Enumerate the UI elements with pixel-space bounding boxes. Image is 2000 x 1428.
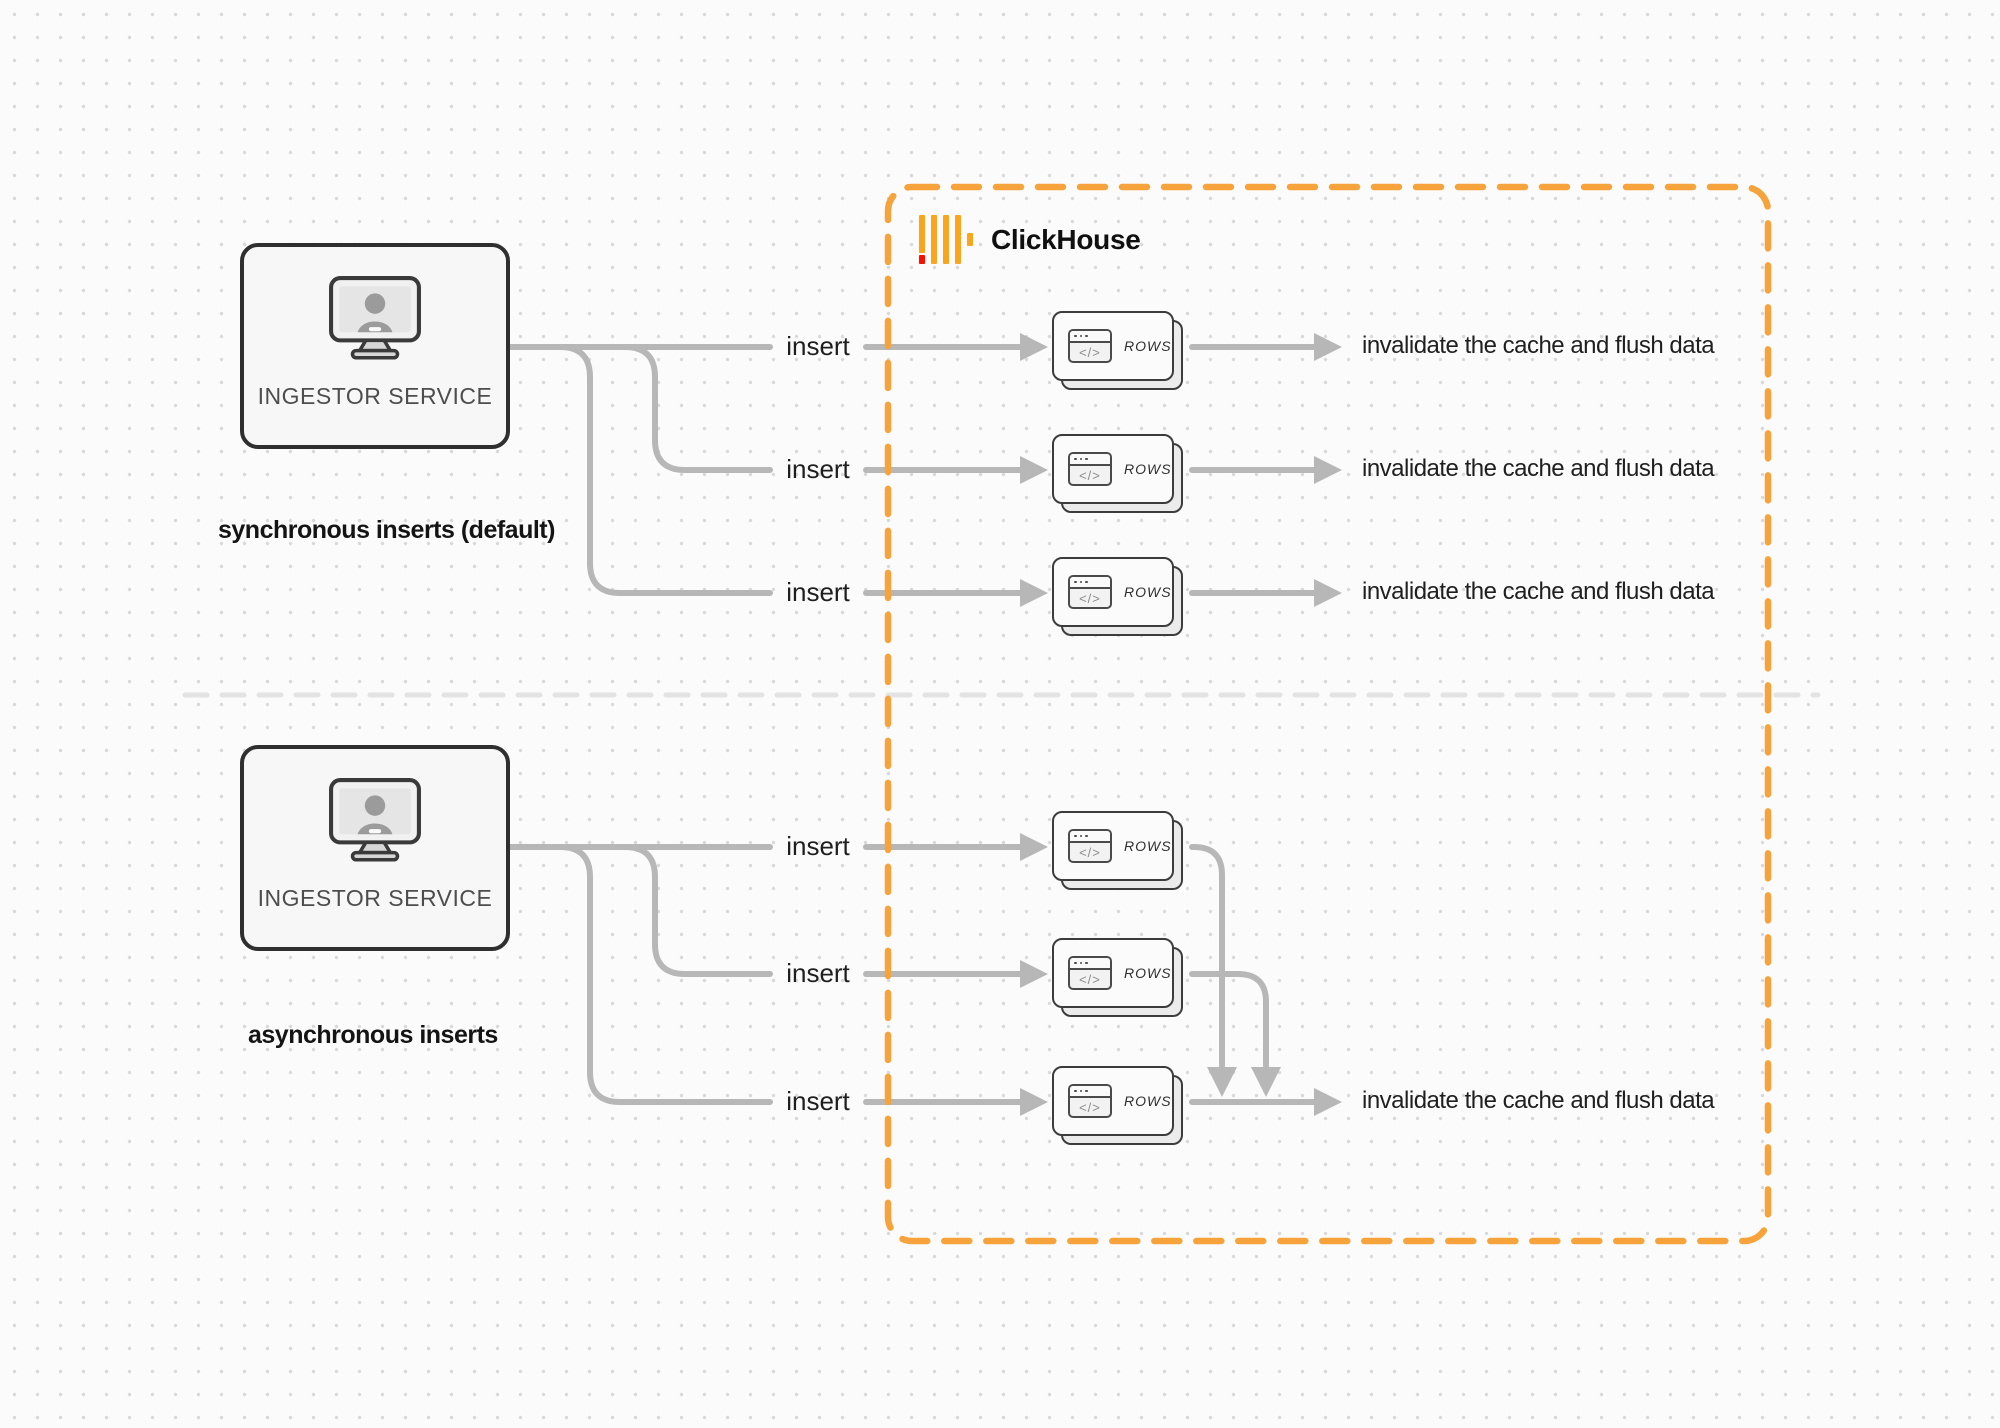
arrowhead-icon [1020,333,1048,361]
code-window-titlebar [1070,577,1110,589]
rows-card-label: ROWS [1124,1093,1172,1109]
arrowhead-icon [1314,1088,1342,1116]
connector-async-row2-down [1189,971,1269,1069]
rows-card: </> ROWS [1052,938,1184,1018]
code-glyph: </> [1079,344,1101,360]
async-section-caption: asynchronous inserts [248,1021,498,1049]
code-window-icon: </> [1068,1084,1112,1118]
connector-async-row1-down [1189,844,1225,1069]
rows-card-label: ROWS [1124,965,1172,981]
rows-card-front: </> ROWS [1052,1066,1174,1136]
code-window-titlebar [1070,831,1110,843]
code-glyph: </> [1079,590,1101,606]
arrowhead-icon [1314,333,1342,361]
rows-card: </> ROWS [1052,557,1184,637]
code-window-titlebar [1070,454,1110,466]
connector-async-branch-row3 [532,844,773,1105]
service-node-label: INGESTOR SERVICE [257,383,493,409]
connector-sync-branch-row2 [597,344,773,473]
rows-card-label: ROWS [1124,461,1172,477]
result-label: invalidate the cache and flush data [1362,455,1715,482]
rows-card: </> ROWS [1052,811,1184,891]
arrowhead-icon [1020,579,1048,607]
rows-card: </> ROWS [1052,434,1184,514]
clickhouse-wordmark: ClickHouse [991,224,1141,255]
result-label: invalidate the cache and flush data [1362,1087,1715,1114]
code-window-icon: </> [1068,956,1112,990]
service-node-label: INGESTOR SERVICE [257,885,493,911]
rows-card: </> ROWS [1052,311,1184,391]
rows-card-front: </> ROWS [1052,311,1174,381]
clickhouse-bars-icon [919,215,973,264]
code-window-icon: </> [1068,329,1112,363]
rows-card-label: ROWS [1124,838,1172,854]
rows-card-front: </> ROWS [1052,434,1174,504]
insert-label: insert [786,331,850,361]
rows-card-front: </> ROWS [1052,557,1174,627]
code-window-icon: </> [1068,829,1112,863]
code-glyph: </> [1079,1099,1101,1115]
clickhouse-boundary-box [884,183,1772,1245]
clickhouse-logo: ClickHouse [919,215,1141,265]
code-window-icon: </> [1068,575,1112,609]
arrowhead-down-icon [1207,1067,1237,1097]
ingestor-service-node-sync: INGESTOR SERVICE [240,243,510,449]
arrowhead-icon [1020,1088,1048,1116]
rows-card: </> ROWS [1052,1066,1184,1146]
connector-async-branch-row2 [597,844,773,977]
code-window-titlebar [1070,958,1110,970]
insert-label: insert [786,831,850,861]
code-window-titlebar [1070,331,1110,343]
result-label: invalidate the cache and flush data [1362,332,1715,359]
rows-card-label: ROWS [1124,338,1172,354]
insert-label: insert [786,958,850,988]
insert-label: insert [786,454,850,484]
arrowhead-icon [1314,579,1342,607]
connector-sync-branch-row3 [532,344,773,596]
monitor-user-icon [329,276,421,360]
arrowhead-icon [1020,833,1048,861]
code-window-titlebar [1070,1086,1110,1098]
code-window-icon: </> [1068,452,1112,486]
rows-card-label: ROWS [1124,584,1172,600]
code-glyph: </> [1079,467,1101,483]
arrowhead-icon [1020,456,1048,484]
rows-card-front: </> ROWS [1052,811,1174,881]
monitor-user-icon [329,778,421,862]
rows-card-front: </> ROWS [1052,938,1174,1008]
result-label: invalidate the cache and flush data [1362,578,1715,605]
arrowhead-down-icon [1251,1067,1281,1097]
insert-label: insert [786,1086,850,1116]
insert-label: insert [786,577,850,607]
arrowhead-icon [1314,456,1342,484]
ingestor-service-node-async: INGESTOR SERVICE [240,745,510,951]
code-glyph: </> [1079,971,1101,987]
sync-section-caption: synchronous inserts (default) [218,516,555,544]
code-glyph: </> [1079,844,1101,860]
arrowhead-icon [1020,960,1048,988]
